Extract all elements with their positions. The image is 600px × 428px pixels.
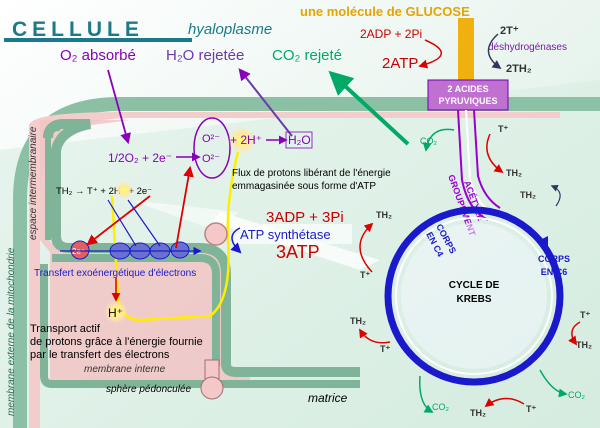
c6-label-2: EN C6 bbox=[541, 267, 568, 277]
o2-half: 1/2O₂ + 2e⁻ bbox=[108, 151, 172, 165]
glyco-atp: 2ATP bbox=[382, 55, 418, 72]
krebs-tplus-2: T⁺ bbox=[360, 270, 370, 280]
o-minus-1: O²⁻ bbox=[202, 133, 220, 145]
transfert-label: Transfert exoénergétique d'électrons bbox=[34, 268, 196, 279]
flux-line-1: Flux de protons libérant de l'énergie bbox=[232, 168, 391, 179]
cell-title: CELLULE bbox=[12, 18, 144, 41]
krebs-title-1: CYCLE DE bbox=[449, 280, 500, 291]
sphere-label: sphère pédonculée bbox=[106, 384, 192, 395]
transport-line-2: de protons grâce à l'énergie fournie bbox=[30, 336, 203, 348]
krebs-tplus-1: T⁺ bbox=[498, 124, 508, 134]
hyaloplasme-label: hyaloplasme bbox=[188, 21, 272, 38]
krebs-th2-4: TH₂ bbox=[470, 408, 486, 418]
transport-line-1: Transport actif bbox=[30, 323, 101, 335]
glyco-adp: 2ADP + 2Pi bbox=[360, 27, 422, 41]
krebs-co2-3: CO₂ bbox=[568, 390, 586, 400]
outer-membrane-label: membrane externe de la mitochondrie bbox=[6, 247, 17, 416]
h2o-rejetee: H₂O rejetée bbox=[166, 47, 244, 64]
synth-enzyme: ATP synthétase bbox=[240, 227, 331, 242]
krebs-tplus-3: T⁺ bbox=[380, 344, 390, 354]
krebs-th2-6: TH₂ bbox=[520, 190, 536, 200]
o-minus-2: O²⁻ bbox=[202, 153, 220, 165]
glucose-title: une molécule de GLUCOSE bbox=[300, 4, 470, 19]
krebs-th2-5: TH₂ bbox=[576, 340, 592, 350]
glucose-column bbox=[458, 18, 474, 84]
th2-equation: TH₂ → T⁺ + 2H⁺ + 2e⁻ bbox=[56, 186, 152, 197]
krebs-th2-3: TH₂ bbox=[350, 316, 366, 326]
pyruvic-label-2: PYRUVIQUES bbox=[438, 96, 497, 106]
flux-line-2: emmagasinée sous forme d'ATP bbox=[232, 181, 376, 192]
krebs-title-2: KREBS bbox=[456, 294, 491, 305]
pyruvic-box bbox=[427, 79, 509, 111]
pyruvic-label-1: 2 ACIDES bbox=[447, 84, 488, 94]
krebs-th2-2: TH₂ bbox=[376, 210, 392, 220]
krebs-tplus-5: T⁺ bbox=[580, 310, 590, 320]
o2-absorbe: O₂ absorbé bbox=[60, 47, 136, 64]
krebs-co2-2: CO₂ bbox=[432, 402, 450, 412]
transport-line-3: par le transfert des électrons bbox=[30, 349, 170, 361]
inner-membrane-label: membrane interne bbox=[84, 364, 166, 375]
chain-two-h: + 2H⁺ bbox=[230, 133, 262, 147]
h-plus: H⁺ bbox=[108, 306, 123, 320]
glyco-tplus: 2T⁺ bbox=[500, 25, 519, 37]
intermembrane-label: espace intermembranaire bbox=[28, 126, 39, 240]
glyco-dehydro: déshydrogénases bbox=[488, 42, 567, 53]
glyco-th2: 2TH₂ bbox=[506, 63, 532, 75]
synth-adp: 3ADP + 3Pi bbox=[266, 209, 344, 226]
c6-label-1: CORPS bbox=[538, 254, 570, 264]
co2-rejete: CO₂ rejeté bbox=[272, 47, 342, 64]
krebs-ring bbox=[384, 206, 564, 386]
inner-membrane bbox=[43, 119, 360, 377]
krebs-th2-1: TH₂ bbox=[506, 168, 522, 178]
synth-atp: 3ATP bbox=[276, 242, 320, 262]
chain-h2o: H₂O bbox=[288, 133, 311, 147]
matrix-label: matrice bbox=[308, 391, 348, 405]
krebs-tplus-4: T⁺ bbox=[526, 404, 536, 414]
